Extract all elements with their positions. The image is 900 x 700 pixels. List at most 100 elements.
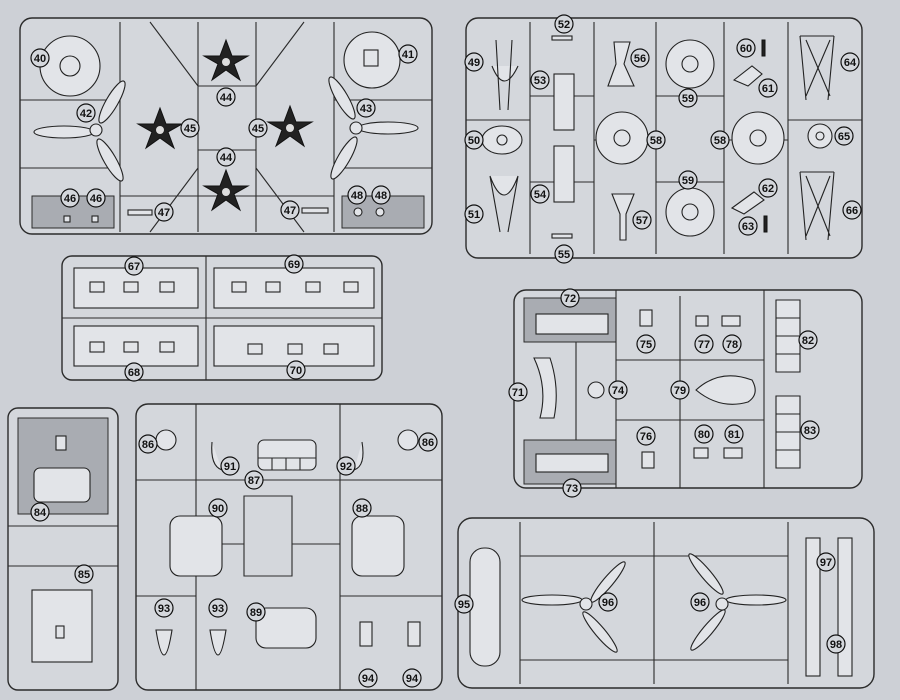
svg-text:90: 90 (212, 503, 224, 515)
svg-text:87: 87 (248, 475, 260, 487)
svg-text:55: 55 (558, 249, 570, 261)
part-label-54: 54 (530, 184, 550, 204)
svg-text:67: 67 (128, 261, 140, 273)
part-label-69: 69 (284, 254, 304, 274)
part-label-96-left: 96 (598, 592, 618, 612)
svg-text:70: 70 (290, 365, 302, 377)
part-label-76: 76 (636, 426, 656, 446)
svg-text:91: 91 (224, 461, 236, 473)
part-label-93-left: 93 (154, 598, 174, 618)
part-label-47-left: 47 (154, 202, 174, 222)
sprue-main-props (457, 517, 875, 689)
svg-text:42: 42 (80, 108, 92, 120)
part-label-61: 61 (758, 78, 778, 98)
part-label-87: 87 (244, 470, 264, 490)
svg-text:64: 64 (844, 57, 857, 69)
svg-text:59: 59 (682, 175, 694, 187)
svg-text:96: 96 (694, 597, 706, 609)
part-label-66: 66 (842, 200, 862, 220)
svg-text:73: 73 (566, 483, 578, 495)
part-label-86-right: 86 (418, 432, 438, 452)
part-label-49: 49 (464, 52, 484, 72)
svg-text:97: 97 (820, 557, 832, 569)
svg-text:41: 41 (402, 49, 414, 61)
svg-text:71: 71 (512, 387, 524, 399)
svg-text:59: 59 (682, 93, 694, 105)
svg-text:46: 46 (64, 193, 76, 205)
part-label-70: 70 (286, 360, 306, 380)
propeller-42 (33, 80, 126, 182)
svg-text:44: 44 (220, 92, 233, 104)
sprue-engines-props (19, 17, 433, 235)
part-label-42: 42 (76, 103, 96, 123)
part-label-67: 67 (124, 256, 144, 276)
part-label-52: 52 (554, 14, 574, 34)
svg-text:95: 95 (458, 599, 470, 611)
part-label-83: 83 (800, 420, 820, 440)
part-label-51: 51 (464, 204, 484, 224)
part-label-56: 56 (630, 48, 650, 68)
svg-text:48: 48 (351, 190, 363, 202)
part-label-58-left: 58 (646, 130, 666, 150)
part-label-68: 68 (124, 362, 144, 382)
svg-text:52: 52 (558, 19, 570, 31)
part-label-96-right: 96 (690, 592, 710, 612)
part-label-48-b: 48 (371, 185, 391, 205)
svg-text:65: 65 (838, 131, 850, 143)
propeller-96-right (688, 553, 787, 651)
part-label-82: 82 (798, 330, 818, 350)
part-label-74: 74 (608, 380, 628, 400)
part-label-65: 65 (834, 126, 854, 146)
propeller-96-left (521, 561, 626, 653)
part-label-43: 43 (356, 98, 376, 118)
part-label-45-left: 45 (180, 118, 200, 138)
part-label-98: 98 (826, 634, 846, 654)
svg-text:56: 56 (634, 53, 646, 65)
engine-45-right (266, 104, 314, 148)
part-callouts: 40 41 42 43 44 44 45 45 46 46 47 47 48 4… (30, 14, 862, 688)
svg-text:75: 75 (640, 339, 652, 351)
part-label-90: 90 (208, 498, 228, 518)
part-label-84: 84 (30, 502, 50, 522)
part-label-41: 41 (398, 44, 418, 64)
part-label-55: 55 (554, 244, 574, 264)
svg-text:45: 45 (252, 123, 264, 135)
svg-text:68: 68 (128, 367, 140, 379)
svg-text:88: 88 (356, 503, 368, 515)
part-label-79: 79 (670, 380, 690, 400)
svg-text:54: 54 (534, 189, 547, 201)
svg-text:94: 94 (406, 673, 419, 685)
svg-text:78: 78 (726, 339, 738, 351)
part-label-50: 50 (464, 130, 484, 150)
svg-text:80: 80 (698, 429, 710, 441)
part-label-75: 75 (636, 334, 656, 354)
part-label-46-a: 46 (60, 188, 80, 208)
part-label-89: 89 (246, 602, 266, 622)
svg-text:53: 53 (534, 75, 546, 87)
part-label-72: 72 (560, 288, 580, 308)
svg-text:60: 60 (740, 43, 752, 55)
svg-text:93: 93 (212, 603, 224, 615)
sprue-fuselage-panel (7, 407, 119, 691)
part-label-95: 95 (454, 594, 474, 614)
svg-text:96: 96 (602, 597, 614, 609)
part-label-81: 81 (724, 424, 744, 444)
svg-text:40: 40 (34, 53, 46, 65)
svg-text:47: 47 (158, 207, 170, 219)
svg-text:47: 47 (284, 205, 296, 217)
svg-text:83: 83 (804, 425, 816, 437)
part-label-63: 63 (738, 216, 758, 236)
part-label-86-left: 86 (138, 434, 158, 454)
svg-text:74: 74 (612, 385, 625, 397)
svg-text:82: 82 (802, 335, 814, 347)
svg-text:58: 58 (650, 135, 662, 147)
svg-text:43: 43 (360, 103, 372, 115)
part-label-64: 64 (840, 52, 860, 72)
svg-text:76: 76 (640, 431, 652, 443)
part-label-80: 80 (694, 424, 714, 444)
part-label-73: 73 (562, 478, 582, 498)
part-label-78: 78 (722, 334, 742, 354)
part-label-94-right: 94 (402, 668, 422, 688)
